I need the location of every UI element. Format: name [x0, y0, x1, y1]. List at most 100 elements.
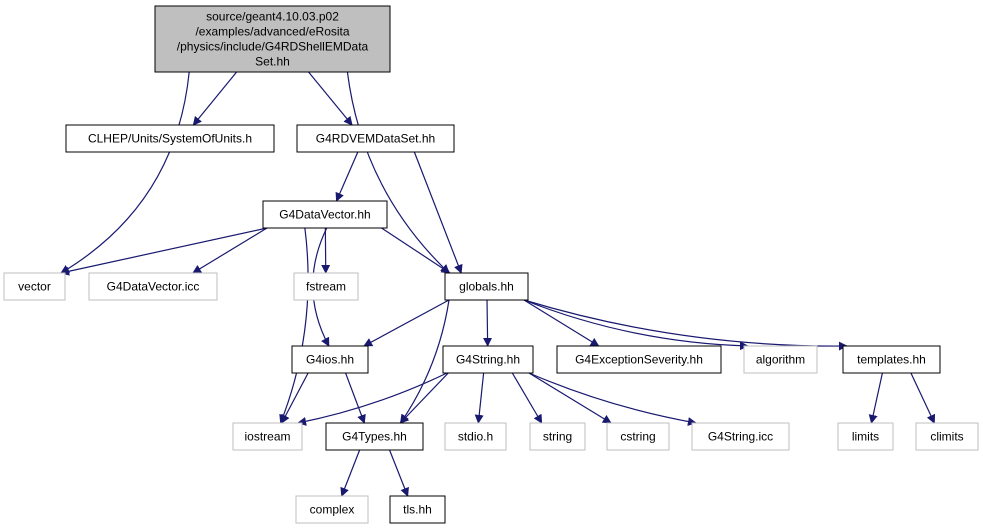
node-box — [529, 422, 586, 451]
edge-line — [340, 449, 361, 497]
node-label: vector — [18, 280, 51, 294]
node-vemds[interactable]: G4RDVEMDataSet.hh — [296, 124, 455, 153]
node-label: string — [543, 430, 572, 444]
edge-line — [346, 71, 450, 274]
edge-line — [523, 299, 848, 351]
edge-datavector-to-vector — [60, 227, 268, 276]
edge-line — [281, 372, 309, 424]
node-box — [389, 495, 446, 524]
edge-line — [523, 299, 600, 347]
edge-globals-to-exception — [523, 299, 600, 347]
node-limits: limits — [837, 422, 894, 451]
edge-datavector-to-datavectoricc — [192, 227, 268, 274]
edge-line — [483, 299, 493, 347]
node-box — [296, 124, 455, 153]
node-clhep[interactable]: CLHEP/Units/SystemOfUnits.h — [65, 124, 275, 153]
edge-g4string-to-cstring — [528, 372, 612, 424]
node-box — [325, 422, 424, 451]
node-label: G4Types.hh — [342, 430, 407, 444]
edge-line — [511, 372, 543, 424]
edge-line — [400, 299, 450, 424]
edge-g4string-to-g4stringicc — [528, 372, 697, 427]
node-label: cstring — [620, 430, 655, 444]
node-label: algorithm — [756, 353, 805, 367]
node-globals[interactable]: globals.hh — [444, 272, 529, 301]
edge-root-to-vemds — [308, 71, 353, 126]
edge-g4string-to-iostream — [297, 372, 448, 426]
node-datavectoricc: G4DataVector.icc — [88, 272, 218, 301]
edge-globals-to-g4string — [483, 299, 493, 347]
node-box — [444, 272, 529, 301]
edge-line — [399, 372, 449, 424]
node-box — [606, 422, 670, 451]
node-label: tls.hh — [403, 503, 432, 517]
node-label: G4ExceptionSeverity.hh — [575, 353, 703, 367]
node-string: string — [529, 422, 586, 451]
edge-globals-to-g4types — [400, 299, 450, 424]
node-exception[interactable]: G4ExceptionSeverity.hh — [556, 345, 722, 374]
edge-g4ios-to-g4types — [345, 372, 366, 424]
node-templates[interactable]: templates.hh — [842, 345, 941, 374]
node-box — [291, 345, 369, 374]
edge-templates-to-limits — [868, 372, 883, 424]
node-label: G4RDVEMDataSet.hh — [316, 132, 435, 146]
node-label: source/geant4.10.03.p02 — [206, 10, 339, 24]
node-tls[interactable]: tls.hh — [389, 495, 446, 524]
edge-line — [523, 299, 749, 351]
node-datavector[interactable]: G4DataVector.hh — [262, 200, 388, 229]
node-box — [65, 124, 275, 153]
node-fstream: fstream — [293, 272, 359, 301]
edge-line — [388, 449, 409, 497]
edge-globals-to-algorithm — [523, 299, 749, 351]
node-box — [232, 422, 303, 451]
edge-templates-to-climits — [910, 372, 936, 424]
edge-line — [528, 372, 612, 424]
edge-line — [910, 372, 936, 424]
node-box — [3, 272, 66, 301]
node-box — [442, 345, 534, 374]
node-box — [842, 345, 941, 374]
node-g4string[interactable]: G4String.hh — [442, 345, 534, 374]
node-complex: complex — [295, 495, 369, 524]
edge-datavector-to-iostream — [279, 227, 309, 424]
edge-root-to-clhep — [192, 71, 238, 126]
node-label: globals.hh — [459, 280, 514, 294]
file-nodes: source/geant4.10.03.p02/examples/advance… — [3, 5, 979, 524]
node-label: G4DataVector.icc — [107, 280, 200, 294]
edge-globals-to-templates — [523, 299, 848, 351]
edge-g4string-to-stdio — [474, 372, 485, 424]
edge-line — [868, 372, 883, 424]
edge-globals-to-g4ios — [363, 299, 450, 347]
edge-root-to-vector — [60, 71, 190, 274]
node-box — [295, 495, 369, 524]
edge-line — [60, 71, 190, 274]
edge-root-to-globals — [346, 71, 450, 274]
node-root[interactable]: source/geant4.10.03.p02/examples/advance… — [154, 5, 391, 73]
node-algorithm: algorithm — [743, 345, 818, 374]
node-cstring: cstring — [606, 422, 670, 451]
edge-line — [279, 227, 309, 424]
node-label: limits — [852, 430, 879, 444]
node-box — [743, 345, 818, 374]
edge-vemds-to-datavector — [335, 151, 359, 202]
edge-line — [363, 299, 450, 347]
edge-vemds-to-globals — [413, 151, 463, 274]
node-label: G4DataVector.hh — [279, 208, 370, 222]
node-box — [915, 422, 979, 451]
node-box — [556, 345, 722, 374]
node-label: CLHEP/Units/SystemOfUnits.h — [88, 132, 252, 146]
node-box — [837, 422, 894, 451]
edge-datavector-to-globals — [381, 227, 451, 274]
node-iostream: iostream — [232, 422, 303, 451]
node-climits: climits — [915, 422, 979, 451]
node-label: iostream — [244, 430, 290, 444]
node-label: G4String.icc — [708, 430, 773, 444]
node-g4types[interactable]: G4Types.hh — [325, 422, 424, 451]
node-box — [262, 200, 388, 229]
edge-line — [413, 151, 463, 274]
node-g4ios[interactable]: G4ios.hh — [291, 345, 369, 374]
node-g4stringicc: G4String.icc — [691, 422, 790, 451]
node-box — [154, 5, 391, 73]
node-label: stdio.h — [458, 430, 493, 444]
edge-g4string-to-g4types — [399, 372, 449, 424]
